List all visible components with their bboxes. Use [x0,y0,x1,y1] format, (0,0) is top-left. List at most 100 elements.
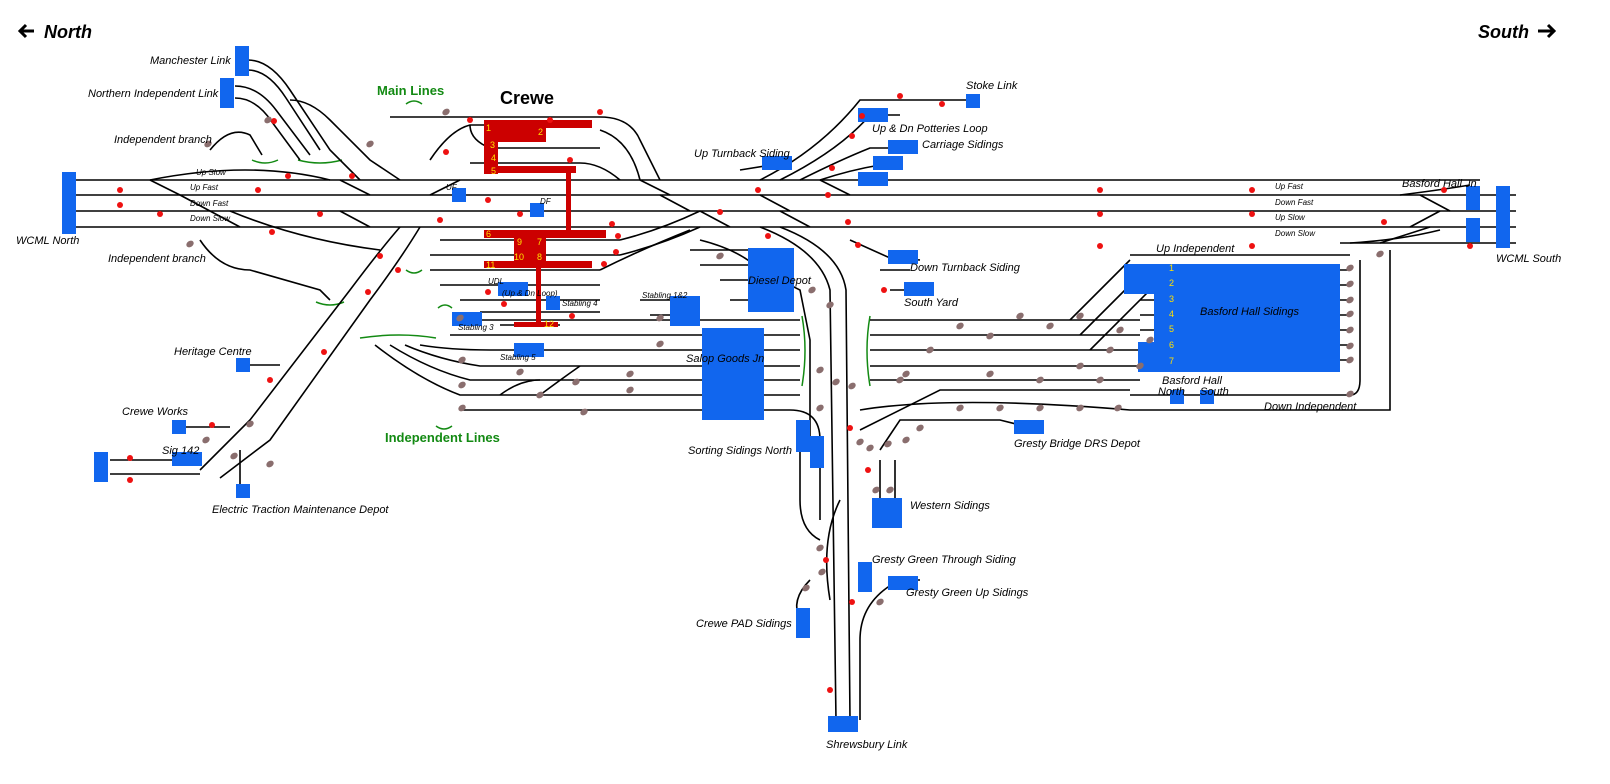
signal-marker[interactable] [485,289,491,295]
signal-marker[interactable] [755,187,761,193]
svg-text:3: 3 [1169,294,1174,304]
shunt-signal-marker [956,322,964,330]
svg-text:Up Slow: Up Slow [1275,213,1306,222]
shunt-signal-marker [848,382,856,390]
shunt-signal-marker [886,486,894,494]
signal-marker[interactable] [1381,219,1387,225]
signal-marker[interactable] [1441,187,1447,193]
shunt-signal-marker [186,240,194,248]
shunt-signal-marker [572,378,580,386]
signal-marker[interactable] [865,467,871,473]
signal-marker[interactable] [255,187,261,193]
signal-marker[interactable] [823,557,829,563]
svg-text:South Yard: South Yard [904,297,959,309]
signal-marker[interactable] [849,133,855,139]
signal-marker[interactable] [1249,243,1255,249]
svg-text:(Up & Dn Loop): (Up & Dn Loop) [502,289,558,298]
signal-marker[interactable] [615,233,621,239]
signal-marker[interactable] [349,173,355,179]
main-lines-label: Main Lines [377,83,444,98]
shunt-signal-marker [956,404,964,412]
signal-marker[interactable] [317,211,323,217]
connecting-tracks [149,179,1471,244]
signal-marker[interactable] [467,117,473,123]
shunt-signal-marker [856,438,864,446]
signal-marker[interactable] [1097,211,1103,217]
signal-marker[interactable] [501,301,507,307]
signal-marker[interactable] [117,202,123,208]
signal-marker[interactable] [609,221,615,227]
signal-marker[interactable] [377,253,383,259]
signal-marker[interactable] [117,187,123,193]
signal-marker[interactable] [825,192,831,198]
signal-marker[interactable] [613,249,619,255]
shunt-signal-marker [366,140,374,148]
signal-marker[interactable] [269,229,275,235]
shunt-signal-marker [1346,264,1354,272]
wcml-south-block [1496,186,1510,248]
svg-text:Up Slow: Up Slow [196,168,227,177]
shunt-signal-marker [580,408,588,416]
signal-marker[interactable] [601,261,607,267]
signal-marker[interactable] [209,422,215,428]
signal-marker[interactable] [1097,187,1103,193]
svg-text:Western Sidings: Western Sidings [910,500,990,512]
signal-marker[interactable] [547,117,553,123]
shunt-signal-marker [536,391,544,399]
signal-marker[interactable] [267,377,273,383]
svg-text:DF: DF [540,197,552,206]
platforms [484,120,606,327]
signal-marker[interactable] [1249,211,1255,217]
signal-marker[interactable] [485,197,491,203]
svg-text:5: 5 [1169,324,1174,334]
shunt-signal-marker [1076,362,1084,370]
svg-text:1: 1 [486,123,491,133]
signal-marker[interactable] [1097,243,1103,249]
signal-marker[interactable] [881,287,887,293]
signals[interactable] [117,93,1473,693]
signal-marker[interactable] [157,211,163,217]
signal-marker[interactable] [1249,187,1255,193]
signal-marker[interactable] [829,165,835,171]
signal-marker[interactable] [717,209,723,215]
signal-marker[interactable] [395,267,401,273]
shunt-signal-marker [626,370,634,378]
svg-text:4: 4 [491,153,496,163]
south-direction[interactable]: South [1478,22,1557,42]
track-circuits [62,46,1510,732]
signal-marker[interactable] [765,233,771,239]
shunt-signal-marker [902,370,910,378]
signal-marker[interactable] [517,211,523,217]
signal-marker[interactable] [285,173,291,179]
signal-marker[interactable] [1467,243,1473,249]
signal-marker[interactable] [569,313,575,319]
signal-marker[interactable] [845,219,851,225]
shunt-signal-marker [816,366,824,374]
signal-marker[interactable] [567,157,573,163]
shunt-signal-marker [808,286,816,294]
svg-text:6: 6 [1169,340,1174,350]
signal-marker[interactable] [443,149,449,155]
signal-marker[interactable] [127,455,133,461]
signal-marker[interactable] [365,289,371,295]
svg-text:6: 6 [486,229,491,239]
signal-marker[interactable] [939,101,945,107]
signal-marker[interactable] [847,425,853,431]
signal-marker[interactable] [437,217,443,223]
shunt-signal-marker [1346,296,1354,304]
svg-text:Sorting Sidings North: Sorting Sidings North [688,445,792,457]
signal-marker[interactable] [321,349,327,355]
signal-marker[interactable] [597,109,603,115]
shunt-signal-marker [832,378,840,386]
svg-text:Up Independent: Up Independent [1156,243,1235,255]
signal-marker[interactable] [271,118,277,124]
signal-marker[interactable] [897,93,903,99]
svg-text:Gresty Bridge DRS Depot: Gresty Bridge DRS Depot [1014,438,1141,450]
signal-marker[interactable] [855,242,861,248]
signal-marker[interactable] [127,477,133,483]
north-direction[interactable]: North [17,22,92,42]
signal-marker[interactable] [859,113,865,119]
signal-marker[interactable] [849,599,855,605]
signal-marker[interactable] [827,687,833,693]
station-title: Crewe [500,88,554,108]
